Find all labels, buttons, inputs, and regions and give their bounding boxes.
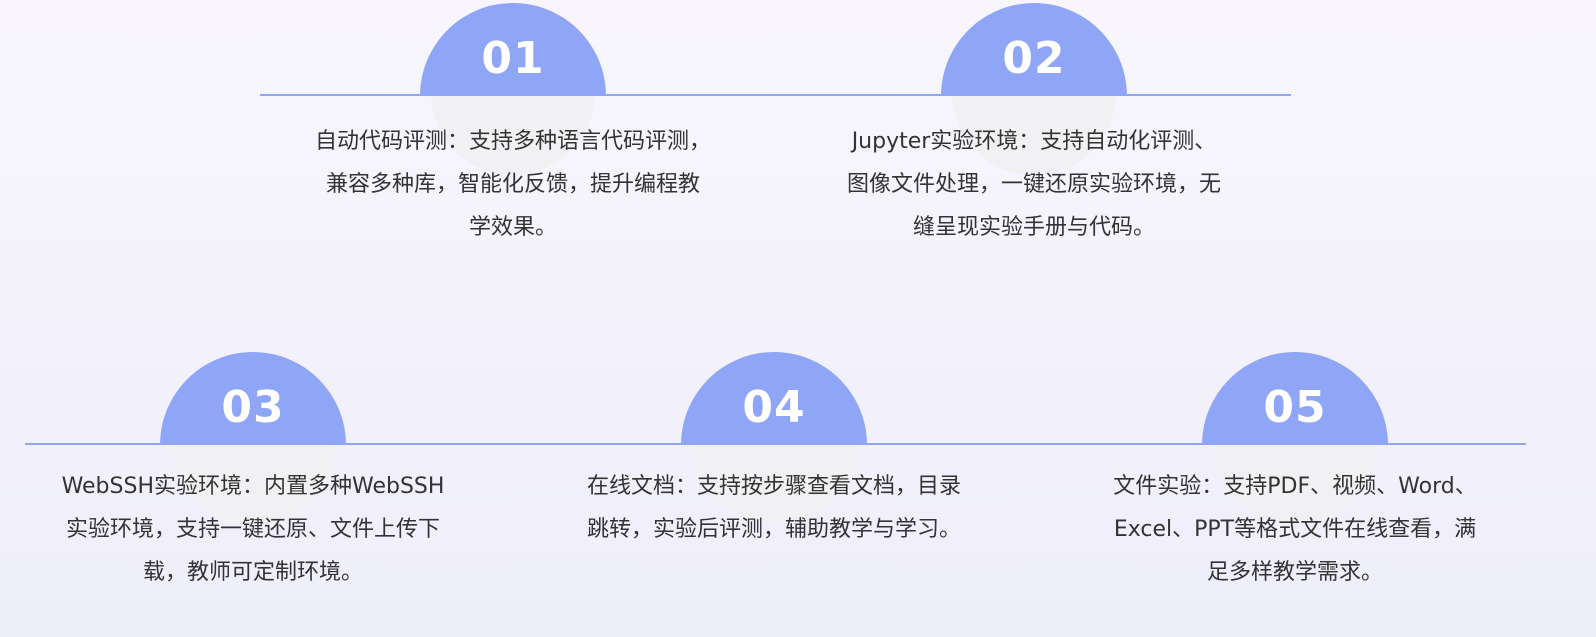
description-line: WebSSH实验环境：内置多种WebSSH [61, 474, 445, 499]
badge-semicircle: 04 [681, 352, 867, 443]
description-line: 文件实验：支持PDF、视频、Word、 [1113, 474, 1477, 499]
feature-description: 自动代码评测：支持多种语言代码评测， 兼容多种库，智能化反馈，提升编程教 学效果… [293, 120, 733, 249]
feature-description: Jupyter实验环境：支持自动化评测、 图像文件处理，一键还原实验环境，无 缝… [814, 120, 1254, 249]
number-badge: 05 [1202, 352, 1388, 443]
description-line: 学效果。 [468, 215, 557, 240]
number-badge: 03 [160, 352, 346, 443]
badge-semicircle: 01 [420, 3, 606, 94]
description-line: 自动代码评测：支持多种语言代码评测， [314, 129, 711, 154]
row-2-divider [25, 443, 1526, 445]
badge-number: 04 [742, 382, 806, 433]
description-line: Excel、PPT等格式文件在线查看，满 [1113, 517, 1477, 542]
feature-card-02: 02 Jupyter实验环境：支持自动化评测、 图像文件处理，一键还原实验环境，… [814, 3, 1254, 243]
description-line: 图像文件处理，一键还原实验环境，无 [846, 172, 1221, 197]
badge-semicircle: 05 [1202, 352, 1388, 443]
description-line: 兼容多种库，智能化反馈，提升编程教 [325, 172, 700, 197]
badge-number: 01 [481, 33, 545, 84]
feature-card-01: 01 自动代码评测：支持多种语言代码评测， 兼容多种库，智能化反馈，提升编程教 … [293, 3, 733, 243]
number-badge: 01 [420, 3, 606, 94]
feature-description: WebSSH实验环境：内置多种WebSSH 实验环境，支持一键还原、文件上传下 … [33, 465, 473, 594]
feature-card-03: 03 WebSSH实验环境：内置多种WebSSH 实验环境，支持一键还原、文件上… [33, 352, 473, 602]
feature-description: 在线文档：支持按步骤查看文档，目录 跳转，实验后评测，辅助教学与学习。 [554, 465, 994, 551]
feature-card-04: 04 在线文档：支持按步骤查看文档，目录 跳转，实验后评测，辅助教学与学习。 [554, 352, 994, 602]
number-badge: 04 [681, 352, 867, 443]
badge-semicircle: 03 [160, 352, 346, 443]
badge-number: 02 [1002, 33, 1066, 84]
feature-description: 文件实验：支持PDF、视频、Word、 Excel、PPT等格式文件在线查看，满… [1075, 465, 1515, 594]
description-line: 缝呈现实验手册与代码。 [912, 215, 1155, 240]
feature-card-05: 05 文件实验：支持PDF、视频、Word、 Excel、PPT等格式文件在线查… [1075, 352, 1515, 602]
description-line: 足多样教学需求。 [1206, 560, 1383, 585]
badge-semicircle: 02 [941, 3, 1127, 94]
description-line: 载，教师可定制环境。 [142, 560, 363, 585]
badge-number: 03 [221, 382, 285, 433]
row-1-divider [260, 94, 1291, 96]
description-line: 在线文档：支持按步骤查看文档，目录 [586, 474, 961, 499]
description-line: Jupyter实验环境：支持自动化评测、 [851, 129, 1217, 154]
description-line: 实验环境，支持一键还原、文件上传下 [65, 517, 440, 542]
description-line: 跳转，实验后评测，辅助教学与学习。 [586, 517, 961, 542]
number-badge: 02 [941, 3, 1127, 94]
badge-number: 05 [1263, 382, 1327, 433]
